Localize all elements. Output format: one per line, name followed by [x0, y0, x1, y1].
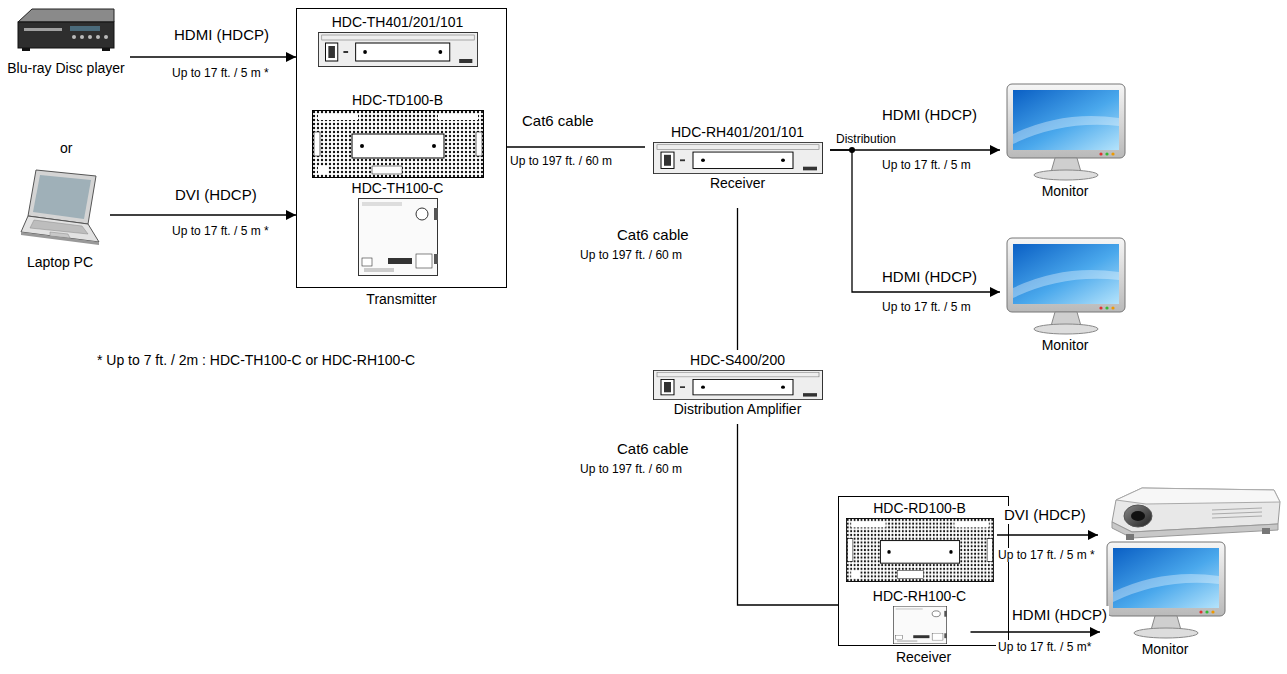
- node-label: HDC-TH100-C: [352, 180, 444, 197]
- device-node: HDC-RD100-B: [842, 500, 997, 586]
- device-icon: [1003, 236, 1128, 336]
- device-icon: [846, 518, 994, 582]
- device-node: Blu-ray Disc player: [2, 4, 130, 96]
- edge-label: Cat6 cable: [615, 440, 691, 458]
- node-label: HDC-RD100-B: [873, 500, 966, 517]
- connector: [738, 424, 839, 605]
- cable-length-note: Up to 197 ft. / 60 m: [508, 154, 614, 168]
- edge-label: HDMI (HDCP): [172, 26, 271, 44]
- device-icon: [1003, 82, 1128, 182]
- node-label: Laptop PC: [27, 254, 93, 271]
- edge-label: HDMI (HDCP): [880, 106, 979, 124]
- edge-label: Cat6 cable: [520, 112, 596, 130]
- device-node: Monitor: [1100, 540, 1230, 660]
- group-box: Transmitter HDC-TH401/201/101HDC-TD100-B H…: [296, 8, 507, 316]
- edge-label: DVI (HDCP): [1002, 506, 1088, 524]
- cable-length-note: Up to 17 ft. / 5 m*: [996, 640, 1093, 654]
- edge-label: Cat6 cable: [615, 226, 691, 244]
- connector: [507, 146, 645, 147]
- node-label: Distribution Amplifier: [674, 401, 802, 418]
- node-label: Transmitter: [296, 291, 507, 308]
- connector: [130, 56, 296, 57]
- cable-length-note: Up to 17 ft. / 5 m *: [996, 548, 1097, 562]
- cable-length-note: Up to 17 ft. / 5 m *: [170, 66, 271, 80]
- node-label: HDC-S400/200: [690, 352, 785, 369]
- node-label: Monitor: [1042, 183, 1089, 200]
- edge-label: DVI (HDCP): [173, 186, 259, 204]
- connector: [830, 149, 1000, 150]
- device-icon: [1103, 540, 1228, 640]
- device-node: HDC-TD100-B: [304, 92, 491, 184]
- group-box: Receiver HDC-RD100-B HDC-RH100-C: [838, 496, 1009, 668]
- cable-length-note: Up to 17 ft. / 5 m: [880, 158, 973, 172]
- cable-length-note: Up to 17 ft. / 5 m *: [170, 224, 271, 238]
- node-label: HDC-TH401/201/101: [332, 14, 464, 31]
- device-node: Monitor: [1000, 82, 1130, 202]
- connector: [110, 214, 296, 215]
- device-node: HDC-RH401/201/101Receiver: [645, 124, 830, 206]
- connector: [737, 208, 738, 350]
- device-node: HDC-TH100-C: [346, 180, 449, 282]
- edge-label: HDMI (HDCP): [1010, 606, 1109, 624]
- device-icon: [312, 110, 484, 178]
- edge-label: HDMI (HDCP): [880, 268, 979, 286]
- device-icon: [20, 168, 100, 253]
- node-label: HDC-TD100-B: [352, 92, 443, 109]
- device-node: HDC-S400/200Distribution Amplifier: [645, 352, 830, 422]
- device-node: Laptop PC: [10, 168, 110, 280]
- node-label: Receiver: [838, 649, 1009, 666]
- connector: [971, 631, 1101, 632]
- device-icon: [653, 370, 823, 400]
- device-icon: [318, 32, 478, 67]
- footnote: * Up to 7 ft. / 2m : HDC-TH100-C or HDC-…: [95, 352, 417, 369]
- connector: [997, 534, 1098, 535]
- node-label: Receiver: [710, 175, 765, 192]
- cable-length-note: Distribution: [834, 132, 898, 146]
- node-label: HDC-RH100-C: [873, 588, 966, 605]
- cable-length-note: or: [58, 140, 74, 157]
- connector: [830, 150, 1000, 292]
- node-label: Blu-ray Disc player: [7, 60, 124, 77]
- device-icon: [358, 198, 438, 276]
- cable-length-note: Up to 17 ft. / 5 m: [880, 300, 973, 314]
- node-label: HDC-RH401/201/101: [671, 124, 804, 141]
- device-node: Monitor: [1000, 236, 1130, 356]
- device-node: HDC-TH401/201/101: [306, 14, 489, 74]
- cable-length-note: Up to 197 ft. / 60 m: [578, 462, 684, 476]
- device-icon: [653, 142, 823, 174]
- device-icon: [1102, 482, 1282, 544]
- device-icon: [16, 4, 116, 59]
- cable-length-note: Up to 197 ft. / 60 m: [578, 248, 684, 262]
- device-node: HDC-RH100-C: [869, 588, 971, 644]
- node-label: Monitor: [1042, 337, 1089, 354]
- device-icon: [893, 606, 947, 644]
- node-label: Monitor: [1142, 641, 1189, 658]
